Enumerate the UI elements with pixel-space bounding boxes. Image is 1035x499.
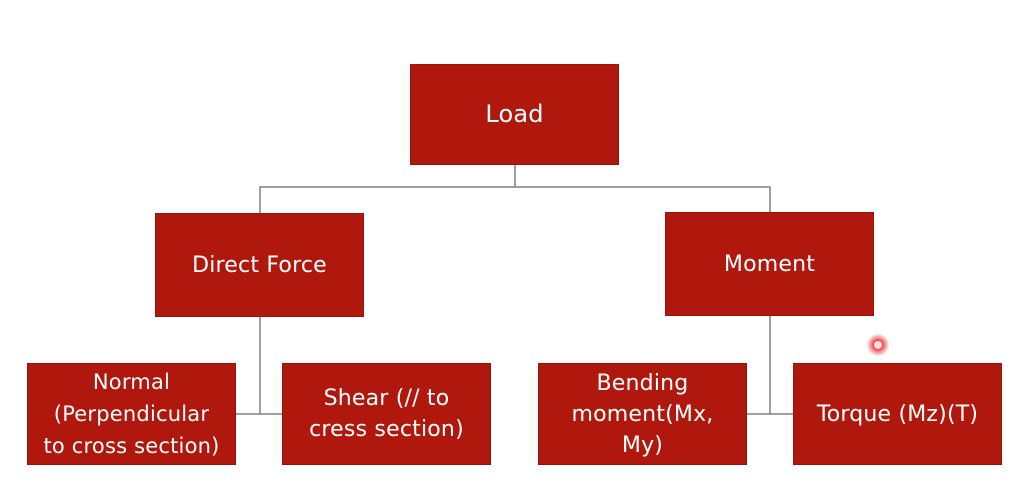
node-shear-label: Shear (// to cress section) bbox=[309, 386, 464, 442]
node-direct-force: Direct Force bbox=[155, 213, 364, 317]
node-load: Load bbox=[410, 64, 619, 165]
connector-load-to-children bbox=[259, 186, 771, 213]
node-torque: Torque (Mz)(T) bbox=[793, 363, 1002, 465]
pointer-highlight-icon bbox=[867, 334, 889, 356]
node-torque-label: Torque (Mz)(T) bbox=[816, 401, 979, 427]
node-bending-moment: Bending moment(Mx, My) bbox=[538, 363, 747, 465]
connector-moment-to-children bbox=[747, 316, 771, 415]
node-moment-label: Moment bbox=[723, 251, 816, 277]
node-moment: Moment bbox=[665, 212, 874, 316]
connector-direct-force-to-children bbox=[236, 317, 261, 415]
node-normal: Normal (Perpendicular to cross section) bbox=[27, 363, 236, 465]
node-load-label: Load bbox=[485, 100, 544, 128]
node-normal-label: Normal (Perpendicular to cross section) bbox=[43, 370, 220, 458]
node-shear: Shear (// to cress section) bbox=[282, 363, 491, 465]
node-direct-force-label: Direct Force bbox=[192, 252, 327, 278]
node-bending-moment-label: Bending moment(Mx, My) bbox=[571, 370, 714, 458]
